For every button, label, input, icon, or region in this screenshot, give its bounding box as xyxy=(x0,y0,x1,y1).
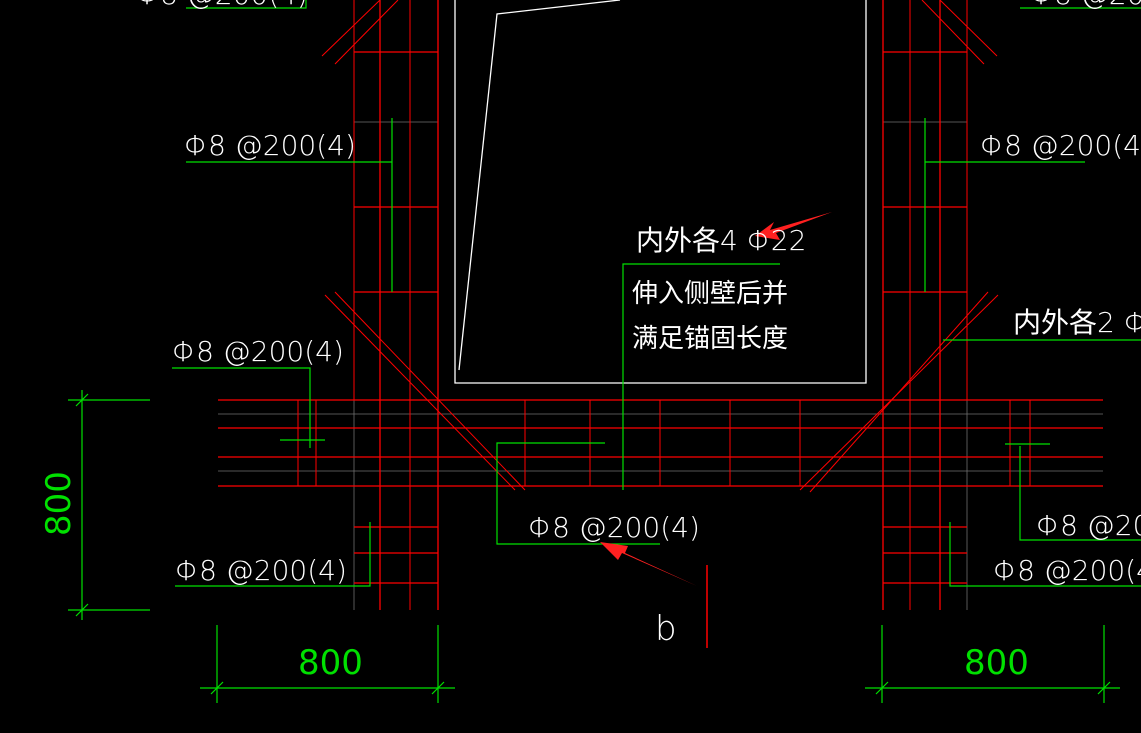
beam-rebar xyxy=(218,399,1103,487)
label-stirrup-left-middle: Φ8 @200(4) xyxy=(172,335,344,368)
label-rebar-4: 内外各4 Φ22 xyxy=(636,224,806,257)
section-mark: b xyxy=(655,609,677,649)
label-stirrup-center-bottom: Φ8 @200(4) xyxy=(528,511,700,544)
arrow-icon xyxy=(600,542,697,586)
dimension-bottom-right: 800 xyxy=(964,643,1029,683)
label-stirrup-left-lower: Φ8 @200(4) xyxy=(175,554,347,587)
label-stirrup-right-middle: Φ8 @200( xyxy=(1036,509,1141,542)
label-stirrup-right-lower: Φ8 @200(4) xyxy=(993,554,1141,587)
annotation-leaders xyxy=(172,0,1141,587)
left-column-rebar xyxy=(353,0,439,610)
note-line-2: 满足锚固长度 xyxy=(632,324,788,354)
note-line-1: 伸入侧壁后并 xyxy=(632,279,788,309)
haunch-diagonal-bars xyxy=(321,0,999,493)
label-rebar-2: 内外各2 Φ22 xyxy=(1013,306,1141,339)
dimension-left-vertical: 800 xyxy=(39,471,79,536)
dimension-lines xyxy=(68,390,1120,703)
label-stirrup-right-upper: Φ8 @200(4) xyxy=(980,129,1141,162)
label-stirrup-top-right: Φ8 @200 xyxy=(1030,0,1141,11)
dimension-bottom-left: 800 xyxy=(298,643,363,683)
opening-outline xyxy=(454,0,867,384)
label-stirrup-left-upper: Φ8 @200(4) xyxy=(184,129,356,162)
label-stirrup-top-left: Φ8 @200(4) xyxy=(136,0,308,11)
right-column-rebar xyxy=(882,0,968,610)
arrow-icon xyxy=(755,212,832,240)
